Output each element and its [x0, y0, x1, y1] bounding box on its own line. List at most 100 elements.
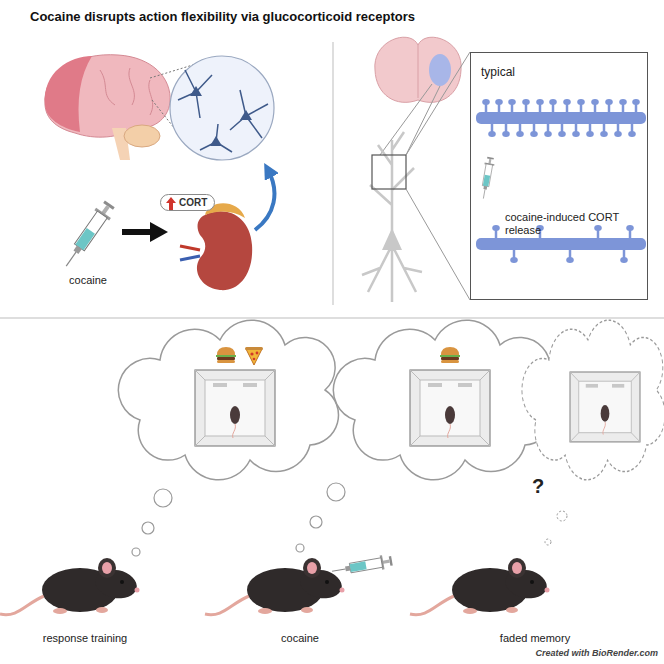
- brain-coronal: [429, 54, 451, 86]
- dendrite-reduced: [492, 225, 500, 239]
- dendrite-typical: [476, 112, 646, 124]
- operant-chamber: [195, 370, 275, 446]
- dendrite-reduced: [626, 225, 634, 239]
- dendrite-reduced: [620, 249, 628, 263]
- dendrite-typical: [558, 123, 566, 137]
- neuron-drawing: [406, 189, 470, 300]
- thought-dots: [154, 489, 172, 507]
- badge-text: CORT: [179, 197, 207, 208]
- burger-icon: [440, 347, 460, 363]
- brain-coronal: [375, 37, 461, 102]
- neuron-zoom-circle: [190, 86, 202, 96]
- brain-sagittal: [100, 70, 115, 105]
- dendrite-reduced: [510, 249, 518, 263]
- black-arrow: [122, 222, 168, 242]
- neuron-drawing: [382, 228, 402, 250]
- dendrite-typical: [600, 123, 608, 137]
- dendrite-typical: [619, 99, 627, 113]
- dendrite-typical: [628, 123, 636, 137]
- dendrite-typical: [508, 99, 516, 113]
- dendrite-typical: [549, 99, 557, 113]
- dendrite-typical: [502, 123, 510, 137]
- black-arrow: [122, 229, 152, 235]
- dendrite-reduced: [594, 225, 602, 239]
- dendrite-typical: [632, 99, 640, 113]
- thought-dots-faded: [545, 511, 567, 545]
- brain-sagittal: [45, 56, 92, 132]
- thought-cloud: [333, 320, 553, 480]
- syringe: [331, 554, 393, 579]
- neuron-drawing: [362, 52, 470, 302]
- thought-dots-faded: [557, 511, 567, 521]
- neuron-zoom-circle: [178, 70, 268, 152]
- thought-dots: [310, 516, 322, 528]
- brain-sagittal: [129, 68, 134, 105]
- brain-coronal: [375, 37, 461, 102]
- dendrite-typical: [488, 123, 496, 137]
- inset-box: typical cocaine-induced CORT release: [470, 52, 648, 300]
- neuron-zoom-circle: [170, 56, 274, 160]
- neuron-drawing: [370, 132, 414, 232]
- dendrite-typical: [516, 123, 524, 137]
- kidney-adrenal: [180, 203, 252, 290]
- divider-line: [0, 318, 664, 319]
- dendrite-reduced: [566, 249, 574, 263]
- pizza-icon: [245, 347, 263, 365]
- dendrite-typical: [522, 99, 530, 113]
- neuron-zoom-circle: [170, 56, 274, 160]
- neuron-zoom-circle: [240, 110, 252, 120]
- brain-coronal: [418, 45, 419, 98]
- syringe: [59, 199, 117, 272]
- kidney-adrenal: [197, 211, 252, 290]
- hormone-badge: CORT: [160, 194, 215, 211]
- thought-dots: [327, 483, 345, 501]
- dendrite-typical: [605, 99, 613, 113]
- thought-dots: [296, 544, 304, 552]
- kidney-adrenal: [180, 246, 200, 250]
- question-mark: ?: [532, 474, 544, 498]
- syringe: [478, 157, 495, 200]
- divider-line: [333, 42, 334, 305]
- thought-dots: [142, 522, 154, 534]
- dendrite-typical: [586, 123, 594, 137]
- brain-sagittal: [149, 80, 153, 115]
- credit-note: Created with BioRender.com: [535, 648, 658, 659]
- neuron-zoom-circle: [210, 136, 222, 146]
- dendrite-typical: [530, 123, 538, 137]
- thought-dots: [132, 548, 140, 556]
- neuron-drawing: [372, 155, 406, 189]
- neuron-drawing: [380, 84, 432, 155]
- brain-sagittal: [45, 55, 170, 137]
- neuron-zoom-circle: [230, 90, 268, 138]
- burger-icon: [216, 347, 236, 363]
- condition-label: typical: [481, 65, 515, 79]
- dendrite-typical: [482, 99, 490, 113]
- neuron-drawing: [362, 245, 422, 302]
- dendrite-typical: [563, 99, 571, 113]
- dendrite-typical: [614, 123, 622, 137]
- title: Cocaine disrupts action flexibility via …: [30, 9, 415, 25]
- brain-sagittal: [124, 125, 160, 147]
- neuron-zoom-circle: [200, 124, 232, 152]
- thought-dots-faded: [545, 539, 551, 545]
- dendrite-typical: [476, 99, 646, 137]
- thought-cloud-faded: [522, 320, 664, 480]
- mouse: [205, 558, 345, 615]
- condition-label: cocaine-induced CORT release: [505, 211, 641, 237]
- drug-label: cocaine: [69, 274, 107, 287]
- dendrite-typical: [495, 99, 503, 113]
- black-arrow: [150, 222, 168, 242]
- neuron-drawing: [406, 86, 440, 155]
- mouse: [0, 558, 140, 615]
- increase-arrow: [166, 197, 176, 210]
- dendrite-reduced: [476, 225, 646, 263]
- blue-arrow: [255, 170, 274, 230]
- dendrite-typical: [544, 123, 552, 137]
- neuron-drawing: [406, 52, 470, 155]
- dendrite-typical: [572, 123, 580, 137]
- kidney-adrenal: [180, 256, 200, 260]
- neuron-zoom-circle: [178, 70, 212, 118]
- dendrite-typical: [536, 99, 544, 113]
